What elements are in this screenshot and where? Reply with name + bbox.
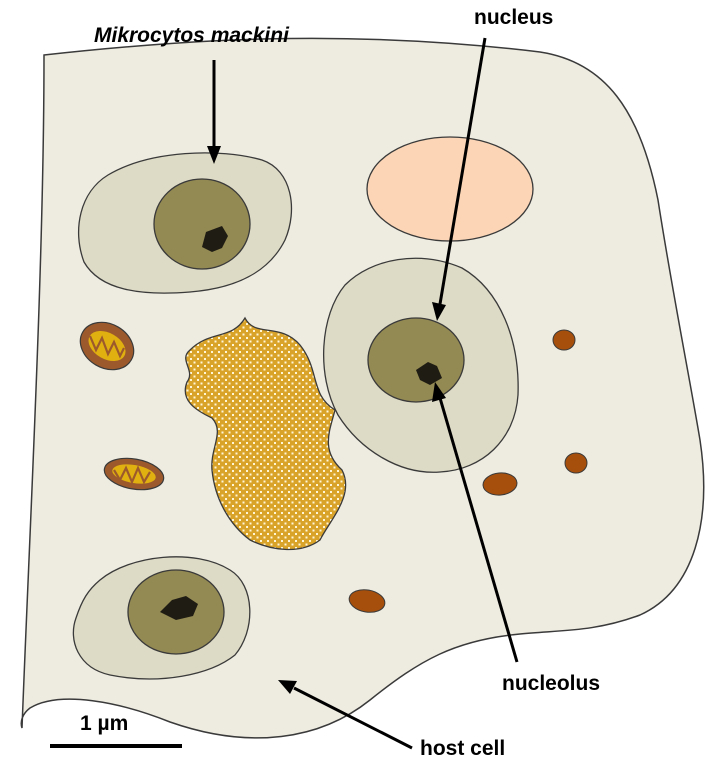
- vacuole: [366, 136, 534, 242]
- nucleolus-arrow: [432, 382, 519, 663]
- lipid-droplet-2: [564, 452, 588, 474]
- host-cell-arrow: [278, 680, 413, 750]
- lipid-droplet-1: [552, 329, 576, 351]
- nucleus-label: nucleus: [474, 6, 554, 29]
- organism-arrow: [207, 60, 221, 164]
- parasite-cell-3: [72, 556, 251, 680]
- organism-label: Mikrocytos mackini: [94, 24, 289, 47]
- mitochondrion-1: [79, 321, 135, 371]
- scale-bar-label: 1 µm: [80, 712, 129, 735]
- host-cell-label: host cell: [420, 737, 506, 760]
- lipid-droplet-3: [482, 472, 518, 496]
- granular-inclusion: [184, 316, 347, 551]
- mitochondrion-2: [103, 457, 165, 491]
- parasite-3-nucleolus: [160, 596, 198, 620]
- parasite-cell-2: [323, 257, 519, 473]
- parasite-2-nucleolus: [416, 362, 442, 385]
- parasite-cell-1: [77, 152, 293, 294]
- parasite-2-nucleus: [367, 317, 465, 403]
- lipid-droplet-4: [348, 589, 386, 613]
- nucleus-arrow: [432, 37, 487, 321]
- nucleolus-label: nucleolus: [502, 672, 601, 695]
- parasite-1-nucleus: [153, 178, 251, 270]
- parasite-1-nucleolus: [202, 226, 228, 252]
